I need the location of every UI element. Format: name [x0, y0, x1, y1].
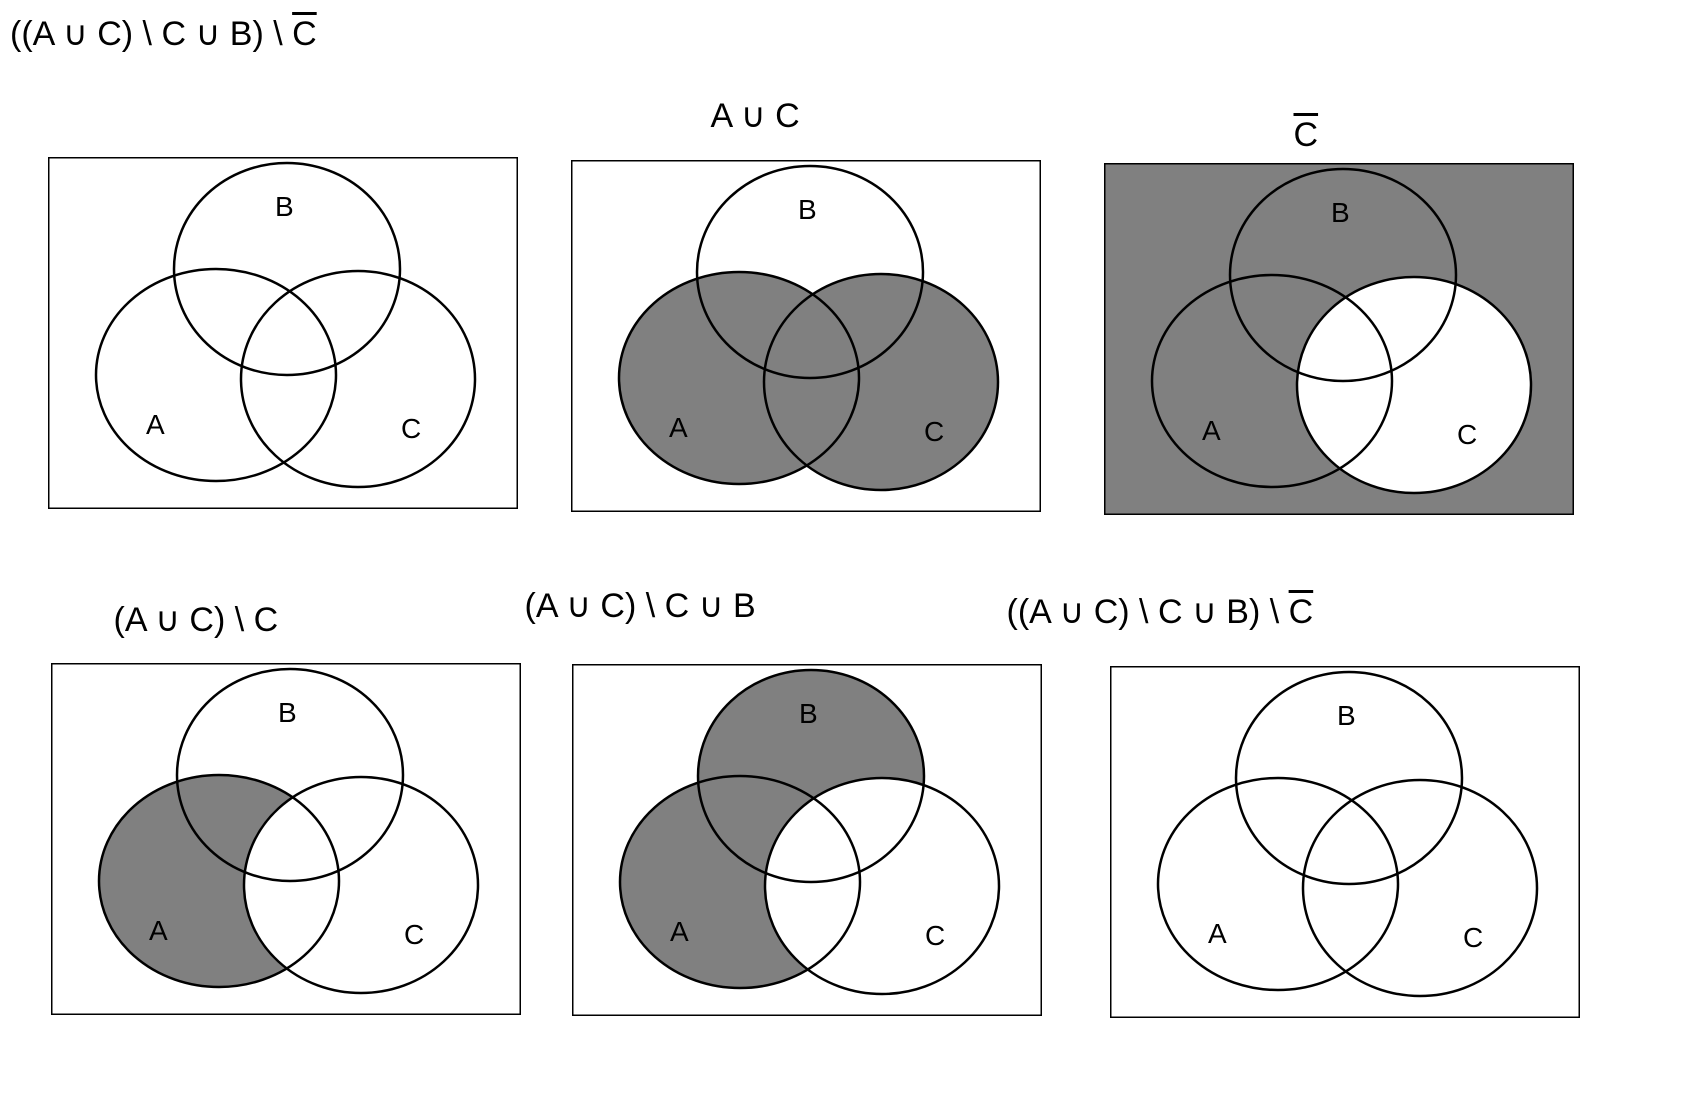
set-a-label: A	[146, 409, 165, 440]
panel-title-union-a-c: A ∪ C	[711, 96, 800, 136]
set-b-label: B	[1337, 700, 1356, 731]
panel-title-main: (A ∪ C) \ C	[113, 601, 279, 639]
set-b-circle	[696, 668, 926, 884]
set-c-circle	[763, 776, 1001, 996]
set-a-circle	[94, 267, 338, 483]
set-a-label: A	[149, 915, 168, 946]
venn-diagram-complement-c: B A C	[1104, 163, 1574, 515]
venn-diagram-union-minus-c: B A C	[51, 663, 521, 1015]
set-a-circle	[1156, 776, 1400, 992]
set-b-label: B	[278, 697, 297, 728]
shaded-region-c	[764, 274, 998, 490]
set-c-label: C	[924, 416, 944, 447]
venn-diagram-base: B A C	[48, 157, 518, 509]
panel-title-overline: C	[1293, 116, 1319, 154]
set-a-circle	[618, 774, 862, 990]
panel-title-main: ((A ∪ C) \ C ∪ B) \	[1006, 593, 1289, 631]
set-c-label: C	[1463, 922, 1483, 953]
set-c-circle	[239, 269, 477, 489]
set-a-circle	[617, 270, 861, 486]
set-c-label: C	[1457, 419, 1477, 450]
set-c-label: C	[925, 920, 945, 951]
set-b-label: B	[275, 191, 294, 222]
page-title-overline: C	[292, 15, 317, 53]
set-c-circle	[1301, 778, 1539, 998]
set-a-label: A	[669, 412, 688, 443]
diagram-frame	[48, 157, 518, 509]
set-a-circle	[97, 773, 341, 989]
set-b-circle	[1234, 670, 1464, 886]
panel-title-main: (A ∪ C) \ C ∪ B	[524, 587, 756, 625]
panel-title-overline: C	[1288, 593, 1314, 631]
venn-diagram-a-union-c: B A C	[571, 160, 1041, 512]
set-b-circle	[1228, 167, 1458, 383]
shaded-region-b-minus-c	[698, 670, 924, 882]
set-c-circle	[1295, 275, 1533, 495]
panel-title-union-minus-c-union-b: (A ∪ C) \ C ∪ B	[525, 586, 756, 626]
page-title-main: ((A ∪ C) \ C ∪ B) \	[10, 15, 293, 53]
set-a-circle	[1150, 273, 1394, 489]
set-c-label: C	[401, 413, 421, 444]
panel-title-main: A ∪ C	[710, 97, 800, 135]
panel-title-final-expression: ((A ∪ C) \ C ∪ B) \ C	[1007, 592, 1314, 632]
set-b-circle	[175, 667, 405, 883]
set-a-label: A	[1208, 918, 1227, 949]
set-c-label: C	[404, 919, 424, 950]
set-b-label: B	[799, 698, 818, 729]
set-a-label: A	[670, 916, 689, 947]
page-title: ((A ∪ C) \ C ∪ B) \ C	[10, 14, 317, 54]
set-b-circle	[695, 164, 925, 380]
set-a-label: A	[1202, 415, 1221, 446]
venn-diagram-union-minus-c-union-b: B A C	[572, 664, 1042, 1016]
set-c-circle	[242, 775, 480, 995]
set-c-circle	[762, 272, 1000, 492]
set-b-label: B	[1331, 197, 1350, 228]
set-b-label: B	[798, 194, 817, 225]
shaded-region-a-minus-c	[99, 775, 339, 987]
venn-diagram-result: B A C	[1110, 666, 1580, 1018]
diagram-frame	[1110, 666, 1580, 1018]
unshaded-region-c	[1297, 277, 1531, 493]
panel-title-complement-c: C	[1294, 116, 1319, 155]
panel-title-union-minus-c: (A ∪ C) \ C	[114, 600, 279, 640]
set-b-circle	[172, 161, 402, 377]
